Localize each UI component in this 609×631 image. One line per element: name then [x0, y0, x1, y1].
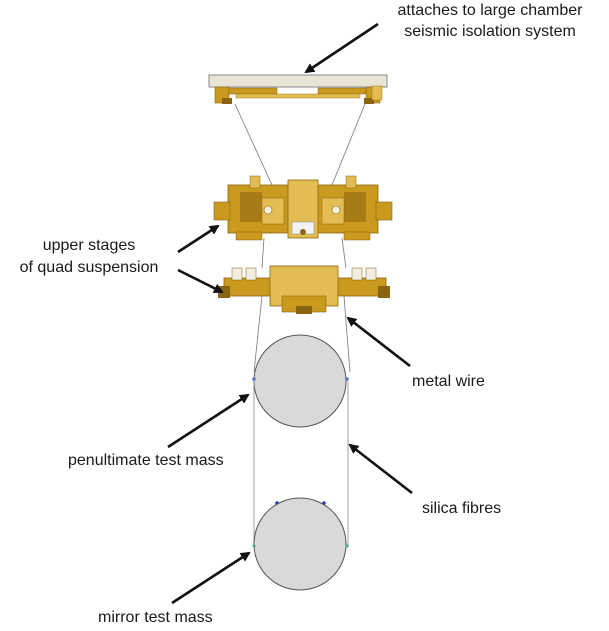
- metal-wires: [253, 295, 351, 373]
- label-metal-wire: metal wire: [412, 373, 485, 390]
- arrow-silica: [348, 443, 413, 495]
- arrow-chamber: [304, 22, 379, 74]
- penultimate-test-mass: [253, 334, 347, 428]
- arrow-metal-wire: [346, 316, 411, 368]
- upper-wires: [234, 103, 366, 186]
- intermediate-wires: [261, 237, 347, 269]
- label-upper-stages-line1: upper stages: [42, 237, 136, 254]
- label-penultimate: penultimate test mass: [68, 452, 224, 469]
- label-mirror: mirror test mass: [98, 609, 213, 626]
- silica-fibres: [253, 381, 349, 546]
- arrow-mirror: [171, 551, 251, 605]
- label-upper-stages-line2: of quad suspension: [19, 259, 159, 276]
- annotation-arrows: [167, 22, 413, 605]
- label-chamber-line2: seismic isolation system: [404, 23, 576, 40]
- top-plate: [208, 74, 388, 104]
- mirror-test-mass: [253, 497, 347, 591]
- arrow-penultimate: [167, 393, 250, 449]
- arrow-upper-stage-1: [177, 224, 220, 254]
- upper-stage-top-mass: [213, 175, 393, 241]
- arrow-upper-stage-2: [177, 268, 224, 294]
- label-silica: silica fibres: [422, 500, 502, 517]
- label-chamber-line1: attaches to large chamber: [397, 2, 583, 19]
- upper-stage-intermediate-mass: [218, 265, 390, 314]
